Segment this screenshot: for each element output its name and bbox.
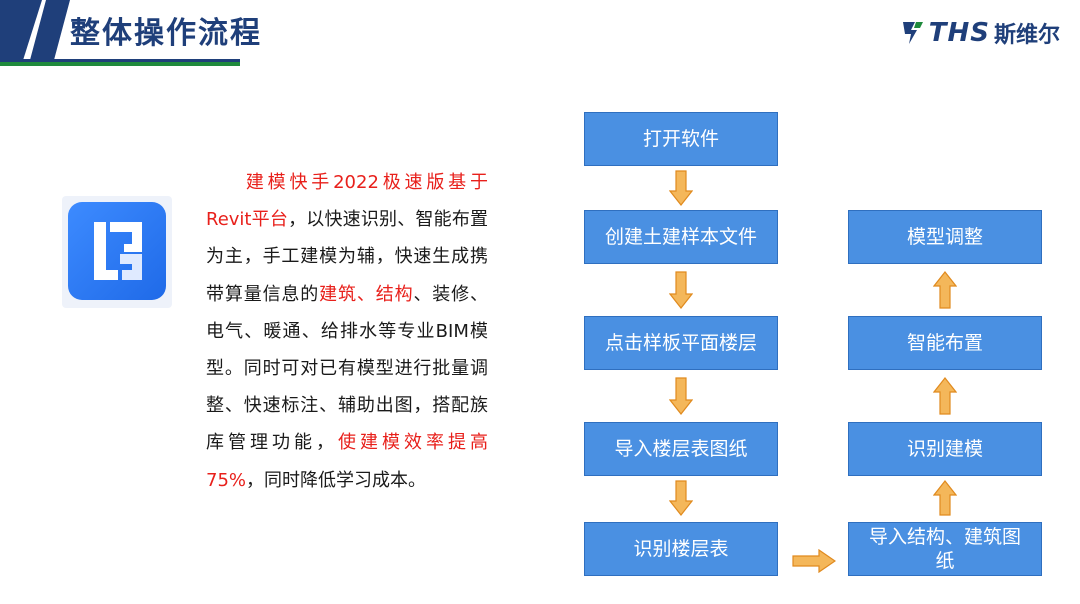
flow-step-open-software: 打开软件 <box>584 112 778 166</box>
up-arrow-icon <box>933 480 957 516</box>
brand-logo: THS 斯维尔 <box>901 16 1060 50</box>
body-text: 、装修、电气、暖通、给排水等专业BIM模型。同时可对已有模型进行批量调整、快速标… <box>206 283 489 454</box>
page-title: 整体操作流程 <box>70 16 262 51</box>
body-text: ，同时降低学习成本。 <box>246 469 427 491</box>
title-underline <box>0 59 240 62</box>
flow-step-identify-model: 识别建模 <box>848 422 1042 476</box>
title-underline-accent <box>0 62 240 66</box>
down-arrow-icon <box>669 480 693 516</box>
highlight-text: 建筑、结构 <box>319 283 414 305</box>
app-icon <box>62 196 172 308</box>
body-text: ，以快速识别、智能布置为主，手工建模为辅，快速生成携带算量信息的 <box>206 209 489 305</box>
ths-logo-icon <box>902 22 923 44</box>
app-icon-tile <box>68 202 166 300</box>
right-arrow-icon <box>792 549 836 573</box>
highlight-text: 使建模效率提高75% <box>206 432 488 491</box>
down-arrow-icon <box>669 377 693 415</box>
up-arrow-icon <box>933 377 957 415</box>
flow-step-smart-layout: 智能布置 <box>848 316 1042 370</box>
flow-step-import-floor-table: 导入楼层表图纸 <box>584 422 778 476</box>
description-text: 建模快手2022极速版基于Revit平台，以快速识别、智能布置为主，手工建模为辅… <box>206 164 488 499</box>
flow-step-identify-floor-table: 识别楼层表 <box>584 522 778 576</box>
header: 整体操作流程 THS 斯维尔 <box>0 0 1080 66</box>
flow-step-import-drawings: 导入结构、建筑图纸 <box>848 522 1042 576</box>
down-arrow-icon <box>669 271 693 309</box>
up-arrow-icon <box>933 271 957 309</box>
app-logo-glyph-icon <box>94 222 142 280</box>
logo-text-cn: 斯维尔 <box>993 23 1060 48</box>
flow-step-adjust-model: 模型调整 <box>848 210 1042 264</box>
down-arrow-icon <box>669 170 693 206</box>
logo-text: THS <box>928 18 990 48</box>
flow-step-click-floor: 点击样板平面楼层 <box>584 316 778 370</box>
flow-step-create-template: 创建土建样本文件 <box>584 210 778 264</box>
highlight-text: 建模快手2022极速版基于Revit平台 <box>206 172 488 231</box>
